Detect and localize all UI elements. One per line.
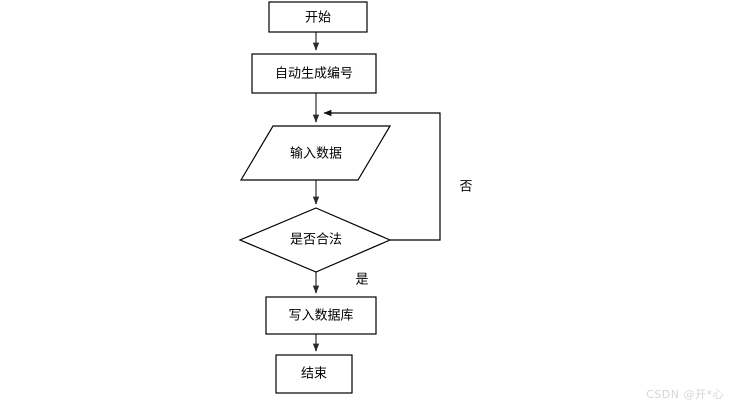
- edge-label-yes: 是: [355, 273, 368, 288]
- node-decide[interactable]: 是否合法: [238, 207, 392, 273]
- edge-decide-no-loop: [323, 109, 441, 241]
- node-write-label: 写入数据库: [288, 308, 353, 324]
- csdn-watermark: CSDN @开*心: [646, 388, 724, 401]
- node-generate[interactable]: 自动生成编号: [251, 53, 377, 94]
- node-start-label: 开始: [305, 11, 331, 26]
- node-generate-label: 自动生成编号: [275, 67, 353, 82]
- node-end-shape: [275, 354, 353, 394]
- edge-label-no: 否: [459, 180, 472, 195]
- node-start-shape: [268, 1, 368, 33]
- node-decide-label: 是否合法: [290, 233, 342, 248]
- node-end[interactable]: 结束: [275, 354, 353, 394]
- node-write-shape: [265, 296, 377, 335]
- node-write[interactable]: 写入数据库: [265, 296, 377, 335]
- node-input[interactable]: 输入数据: [239, 125, 392, 181]
- node-start[interactable]: 开始: [268, 1, 368, 33]
- node-decide-shape: [238, 207, 392, 273]
- node-generate-shape: [251, 53, 377, 94]
- node-input-shape: [239, 125, 392, 181]
- node-end-label: 结束: [301, 367, 327, 382]
- node-input-label: 输入数据: [290, 146, 342, 162]
